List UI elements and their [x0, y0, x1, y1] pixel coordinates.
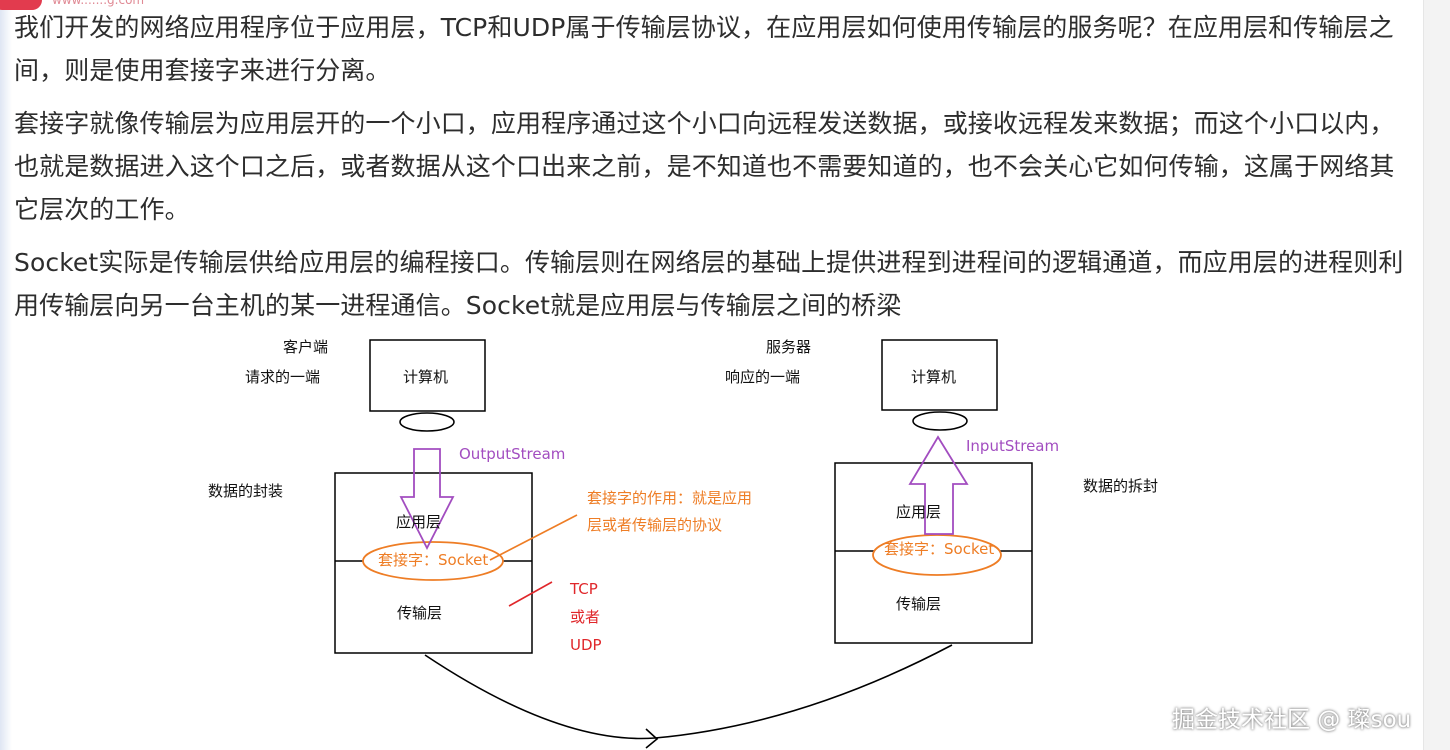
client-process-label: 数据的封装 [208, 482, 284, 500]
protocol-udp-label: UDP [570, 636, 602, 654]
client-computer-label: 计算机 [403, 368, 449, 386]
site-logo-badge [0, 0, 42, 10]
server-computer-box [881, 339, 998, 411]
protocol-or-label: 或者 [570, 608, 601, 626]
server-socket-ellipse [872, 534, 1002, 576]
server-disk [912, 411, 968, 431]
client-app-layer-label: 应用层 [396, 513, 442, 531]
protocol-tcp-label: TCP [570, 580, 598, 598]
article-body: 我们开发的网络应用程序位于应用层，TCP和UDP属于传输层协议，在应用层如何使用… [14, 6, 1414, 337]
client-layer-stack [334, 472, 533, 654]
client-desc-label: 请求的一端 [245, 368, 321, 386]
paragraph-1: 我们开发的网络应用程序位于应用层，TCP和UDP属于传输层协议，在应用层如何使用… [14, 13, 1394, 85]
server-layer-stack [834, 462, 1033, 644]
paragraph-3: Socket实际是传输层供给应用层的编程接口。传输层则在网络层的基础上提供进程到… [14, 248, 1404, 320]
left-sidebar-edge [0, 0, 12, 750]
server-computer-label: 计算机 [911, 368, 957, 386]
client-transport-layer-label: 传输层 [397, 604, 443, 622]
client-disk [399, 412, 455, 432]
server-role-label: 服务器 [766, 338, 812, 356]
client-socket-ellipse [362, 541, 504, 581]
watermark-text: 掘金技术社区 @ 璨sou [1172, 707, 1412, 733]
client-stream-label: OutputStream [459, 445, 566, 463]
curve-arrowhead [645, 728, 659, 749]
socket-note-line2: 层或者传输层的协议 [587, 516, 723, 534]
scrollbar-track[interactable] [1423, 0, 1450, 750]
network-connection-curve [424, 644, 953, 740]
server-desc-label: 响应的一端 [725, 368, 801, 386]
server-process-label: 数据的拆封 [1083, 477, 1159, 495]
server-input-arrow [908, 435, 969, 535]
client-socket-label: 套接字：Socket [378, 551, 489, 569]
protocol-red-dash [508, 581, 553, 607]
site-url-watermark: www.......g.com [52, 0, 145, 7]
server-socket-label: 套接字：Socket [884, 540, 995, 558]
server-stream-label: InputStream [966, 437, 1060, 455]
paragraph-2: 套接字就像传输层为应用层开的一个小口，应用程序通过这个小口向远程发送数据，或接收… [14, 109, 1395, 224]
socket-note-line1: 套接字的作用：就是应用 [587, 489, 753, 507]
server-app-layer-label: 应用层 [896, 503, 942, 521]
socket-note-leader [489, 514, 578, 561]
client-output-arrow [399, 448, 455, 550]
client-computer-box [369, 339, 486, 412]
client-role-label: 客户端 [283, 338, 329, 356]
server-transport-layer-label: 传输层 [896, 595, 942, 613]
